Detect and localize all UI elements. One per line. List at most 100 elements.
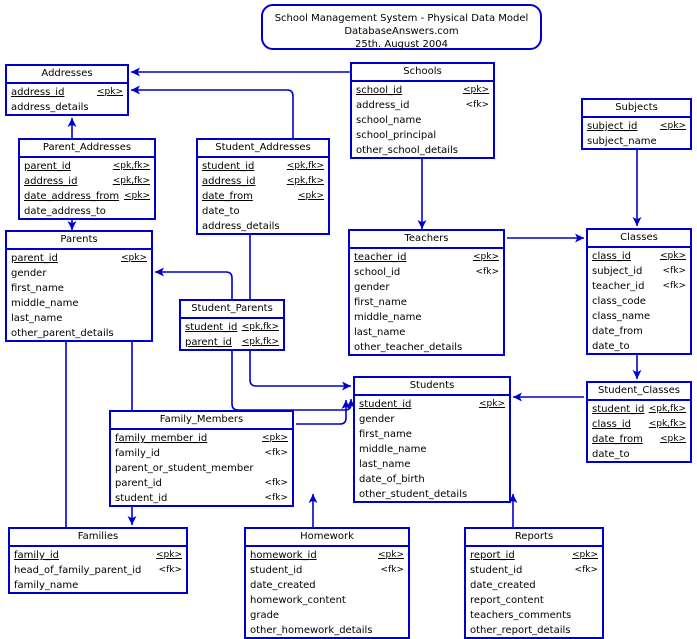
attribute-name: date_from	[592, 326, 643, 337]
attribute-row: address_id<pk>	[7, 85, 127, 100]
attribute-key-marker: <fk>	[380, 565, 404, 575]
attribute-name: date_created	[470, 580, 536, 591]
attribute-row: school_principal	[352, 128, 493, 143]
attribute-key-marker: <fk>	[158, 565, 182, 575]
entity-title-student_addresses: Student_Addresses	[198, 140, 328, 158]
attribute-name: date_address_from	[24, 191, 120, 202]
attribute-name: family_id	[14, 550, 59, 561]
attribute-name: school_name	[356, 115, 422, 126]
attribute-name: student_id	[359, 399, 412, 410]
attribute-key-marker: <pk>	[123, 191, 150, 201]
attribute-row: parent_id<fk>	[111, 476, 292, 491]
attribute-key-marker: <pk>	[155, 550, 182, 560]
er-diagram-canvas: School Management System - Physical Data…	[5, 4, 692, 639]
attribute-name: gender	[354, 282, 390, 293]
attribute-name: school_principal	[356, 130, 437, 141]
attribute-key-marker: <pk,fk>	[286, 176, 324, 186]
attribute-name: parent_id	[11, 253, 58, 264]
entity-attributes-family_members: family_member_id<pk>family_id<fk> parent_…	[111, 430, 292, 507]
attribute-name: last_name	[354, 327, 406, 338]
attribute-name: student_id	[202, 161, 255, 172]
entity-title-addresses: Addresses	[7, 66, 127, 84]
entity-attributes-student_classes: student_id<pk,fk> class_id <pk,fk> date_fro…	[588, 401, 690, 463]
attribute-key-marker: <pk>	[261, 433, 288, 443]
attribute-name: parent_id	[115, 478, 162, 489]
attribute-row: family_id<fk>	[111, 446, 292, 461]
entity-student_classes[interactable]: Student_Classes student_id<pk,fk> class_id…	[586, 381, 692, 463]
entity-title-student_parents: Student_Parents	[181, 301, 283, 319]
attribute-name: grade	[250, 610, 280, 621]
attribute-name: student_id	[115, 493, 168, 504]
entity-title-families: Families	[10, 529, 186, 547]
relationship-family_members-to-students	[296, 400, 351, 425]
attribute-row: gender	[7, 266, 151, 281]
attribute-name: class_id	[592, 419, 631, 430]
attribute-key-marker: <fk>	[264, 448, 288, 458]
attribute-row: other_school_details	[352, 143, 493, 158]
entity-student_parents[interactable]: Student_Parents student_id<pk,fk> parent_i…	[179, 299, 285, 351]
attribute-name: class_name	[592, 311, 651, 322]
entity-title-teachers: Teachers	[350, 231, 503, 249]
attribute-name: date_from	[202, 191, 253, 202]
attribute-name: date_created	[250, 580, 316, 591]
relationship-student_addresses-to-addresses	[131, 85, 294, 138]
attribute-row: parent_id<pk,fk>	[181, 335, 283, 350]
attribute-key-marker: <pk,fk>	[648, 404, 686, 414]
attribute-key-marker: <fk>	[662, 281, 686, 291]
entity-student_addresses[interactable]: Student_Addresses student_id <pk,fk> addres…	[196, 138, 330, 235]
attribute-name: first_name	[359, 429, 412, 440]
entity-title-schools: Schools	[352, 64, 493, 82]
attribute-row: family_member_id<pk>	[111, 431, 292, 446]
attribute-row: gender	[350, 280, 503, 295]
entity-title-student_classes: Student_Classes	[588, 383, 690, 401]
attribute-name: school_id	[356, 85, 403, 96]
attribute-row: class_name	[588, 309, 690, 324]
attribute-row: address_details	[198, 219, 328, 234]
attribute-row: date_created	[466, 578, 602, 593]
attribute-row: other_parent_details	[7, 326, 151, 341]
attribute-key-marker: <pk>	[659, 434, 686, 444]
attribute-row: last_name	[350, 325, 503, 340]
attribute-row: teacher_id<pk>	[350, 250, 503, 265]
attribute-name: last_name	[11, 313, 63, 324]
attribute-name: teacher_id	[354, 252, 407, 263]
attribute-name: report_id	[470, 550, 515, 561]
attribute-key-marker: <pk,fk>	[648, 419, 686, 429]
attribute-key-marker: <pk>	[297, 191, 324, 201]
attribute-row: date_to	[198, 204, 328, 219]
attribute-row: other_report_details	[466, 623, 602, 638]
attribute-name: student_id	[592, 404, 645, 415]
attribute-row: other_homework_details	[246, 623, 408, 638]
attribute-row: report_id<pk>	[466, 548, 602, 563]
attribute-name: class_code	[592, 296, 646, 307]
attribute-row: address_id<pk,fk>	[20, 174, 154, 189]
attribute-name: other_student_details	[359, 489, 468, 500]
attribute-row: parent_id<pk,fk>	[20, 159, 154, 174]
entity-attributes-addresses: address_id<pk>address_details	[7, 84, 127, 116]
attribute-key-marker: <pk,fk>	[112, 176, 150, 186]
attribute-name: other_school_details	[356, 145, 459, 156]
attribute-row: middle_name	[7, 296, 151, 311]
attribute-row: family_name	[10, 578, 186, 593]
entity-title-reports: Reports	[466, 529, 602, 547]
attribute-row: date_from<pk>	[588, 432, 690, 447]
attribute-key-marker: <pk,fk>	[241, 322, 279, 332]
attribute-row: subject_id<pk>	[583, 119, 690, 134]
attribute-row: last_name	[355, 457, 509, 472]
attribute-name: other_parent_details	[11, 328, 114, 339]
attribute-row: gender	[355, 412, 509, 427]
attribute-name: student_id	[185, 322, 238, 333]
